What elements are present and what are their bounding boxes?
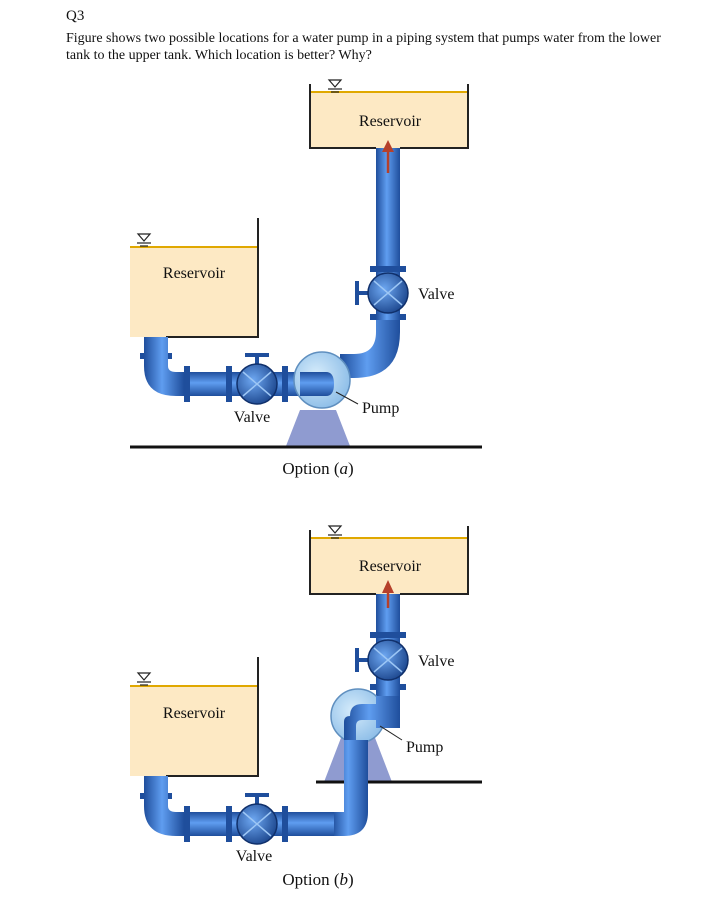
lower-valve-b: Valve (236, 793, 278, 865)
pump-b: Pump (324, 688, 443, 782)
upper-valve-b: Valve (355, 639, 454, 681)
lower-reservoir-label-b: Reservoir (163, 705, 226, 722)
question-text: Figure shows two possible locations for … (66, 31, 661, 63)
flow-arrow-icon (382, 580, 394, 608)
upper-reservoir-label-b: Reservoir (359, 558, 422, 575)
upper-valve-label-b: Valve (418, 653, 454, 670)
lower-valve-label-a: Valve (234, 409, 270, 426)
lower-valve-label-b: Valve (236, 848, 272, 865)
pump-label-a: Pump (362, 400, 399, 417)
lower-reservoir-a: Reservoir (130, 218, 259, 338)
option-a-diagram: Reservoir Valve (130, 79, 482, 478)
pump-a: Pump (286, 351, 399, 446)
pump-label-b: Pump (406, 739, 443, 756)
flow-arrow-icon (382, 140, 394, 173)
upper-valve-label-a: Valve (418, 286, 454, 303)
caption-a: Option (a) (282, 459, 353, 478)
upper-reservoir-a: Reservoir (309, 79, 469, 149)
question-number: Q3 (66, 8, 85, 24)
water-level-icon (136, 233, 152, 247)
lower-reservoir-label-a: Reservoir (163, 265, 226, 282)
lower-valve-a: Valve (234, 353, 278, 426)
water-level-icon (327, 525, 343, 539)
lower-reservoir-b: Reservoir (130, 657, 259, 777)
water-level-icon (327, 79, 343, 93)
water-level-icon (136, 672, 152, 686)
caption-b: Option (b) (282, 870, 353, 889)
upper-valve-a: Valve (355, 272, 454, 314)
upper-reservoir-label-a: Reservoir (359, 113, 422, 130)
option-b-diagram: Reservoir Valve Pump (130, 525, 482, 889)
